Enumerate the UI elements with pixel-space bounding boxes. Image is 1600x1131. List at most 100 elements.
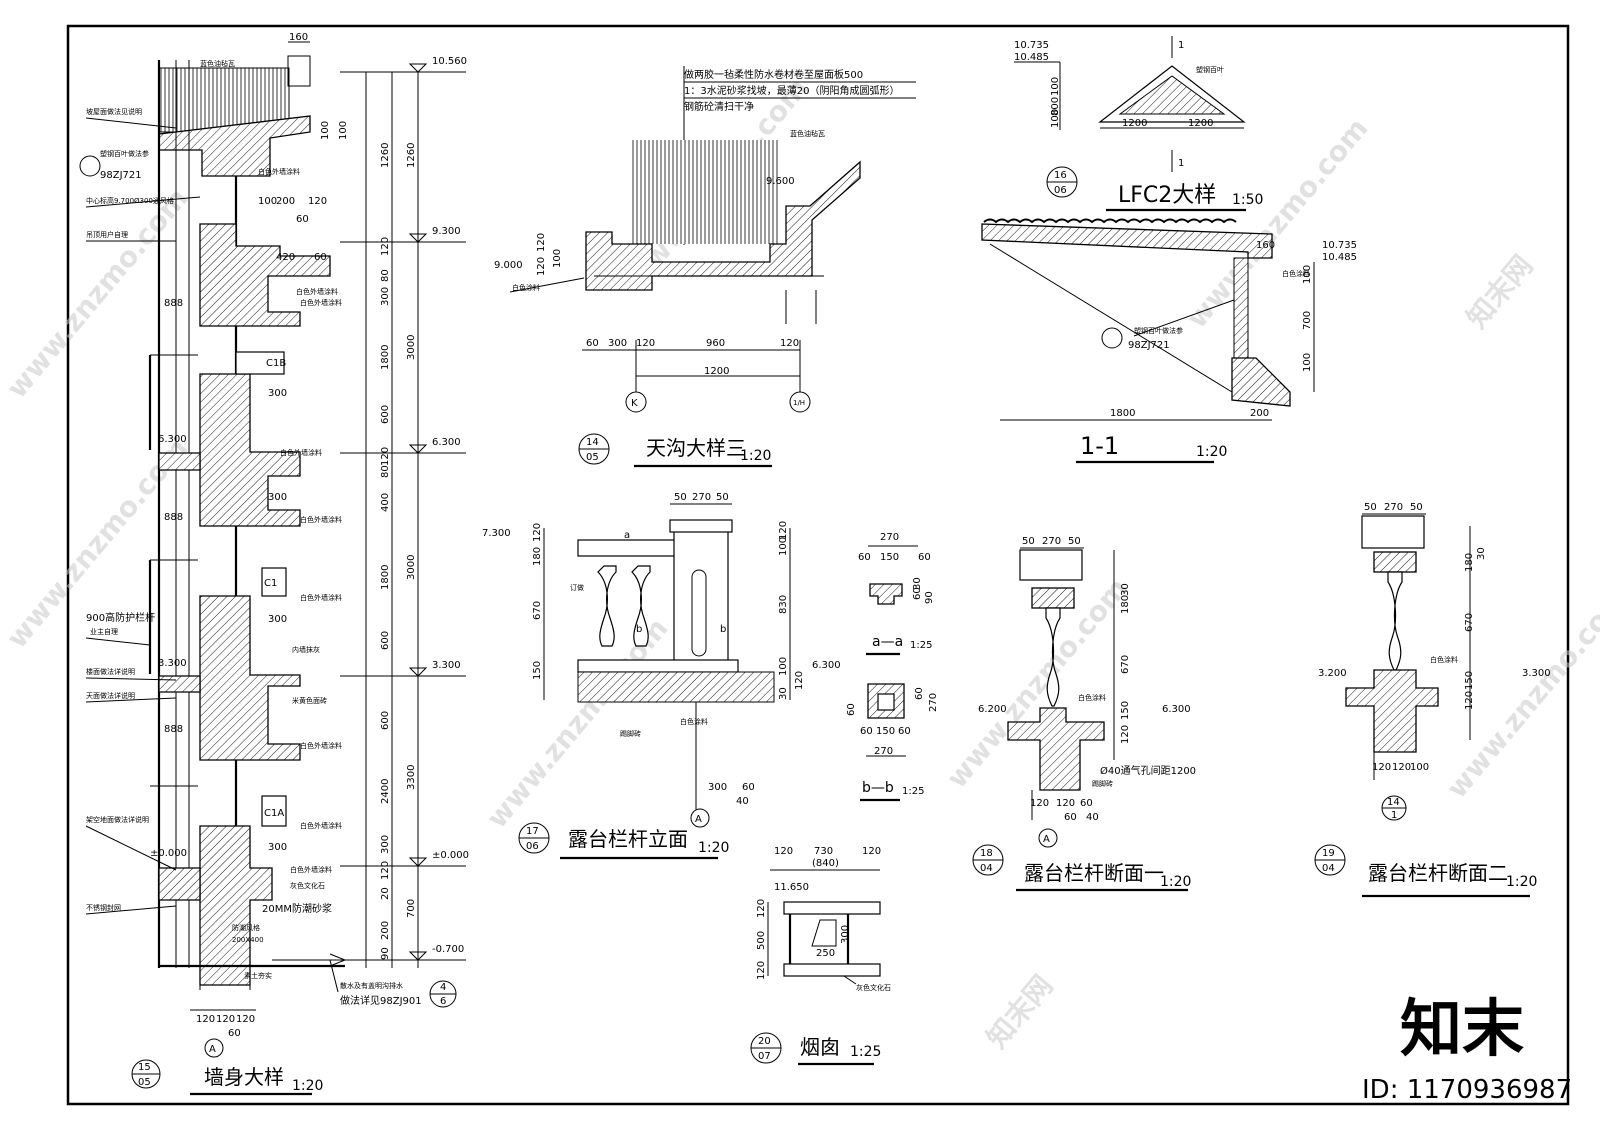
dim-bottom: 60	[228, 1028, 241, 1039]
note-text: 中心标高9.700Ø300通风格	[86, 196, 174, 205]
dim-bottom: 120	[236, 1014, 255, 1025]
ref-number: 14	[1387, 797, 1400, 808]
detail-scale: 1:20	[1160, 874, 1191, 890]
dim-left: 180	[532, 547, 543, 566]
watermark-site: www.znzmo.com	[1180, 112, 1374, 335]
watermark-logo: 知末	[1400, 992, 1524, 1065]
note-text: 白色外墙涂料	[280, 448, 322, 457]
note-text: 白色外墙涂料	[300, 821, 342, 830]
dim-top: 420	[276, 252, 295, 263]
note-text: 白色外墙涂料	[296, 287, 338, 296]
dim-label: 60	[858, 552, 871, 563]
chimney-elev: 11.650	[774, 882, 809, 893]
ground-slab	[158, 867, 201, 901]
louver-label: 塑钢百叶	[1196, 65, 1224, 74]
dim-inner: 250	[816, 948, 835, 959]
detail-scale: 1:20	[740, 448, 771, 464]
detail-ref-bubble	[1101, 327, 1123, 349]
dim-right: 670	[1464, 613, 1475, 632]
baluster	[597, 565, 617, 647]
dim-right: 300	[268, 492, 287, 503]
dim-top: 50	[1410, 502, 1423, 513]
dim-outer: 3300	[406, 765, 417, 790]
dim-left: 120	[536, 233, 547, 252]
baluster-profile	[1387, 571, 1403, 671]
dim-right: 150	[1464, 671, 1475, 690]
note-text: 蓝色油毡瓦	[200, 59, 235, 68]
note-ref: 98ZJ721	[100, 170, 142, 181]
dim-label: 60	[860, 726, 873, 737]
railing-section-1: 50 270 50 30 180 670 150 120 6.200 6.300…	[972, 536, 1196, 892]
dim-left: 120	[532, 523, 543, 542]
elevation-ticks	[340, 71, 466, 961]
chimney-note: 灰色文化石	[856, 983, 891, 992]
railing-base-section	[1345, 669, 1439, 753]
elevation-label: 6.300	[432, 437, 461, 448]
watermark-site-cn: 知末网	[1460, 249, 1539, 335]
vent-note: Ø40通气孔间距1200	[1100, 764, 1196, 777]
note-text: 白色涂料	[680, 717, 708, 726]
dim-label: 60	[912, 587, 923, 600]
dim-top: 730	[814, 846, 833, 857]
title-ref-top: 15	[138, 1062, 151, 1073]
dim-inner: 300	[380, 835, 391, 854]
dim-outer: 700	[406, 899, 417, 918]
dim-inner: 1800	[380, 565, 391, 590]
dim-bottom: 120	[1056, 798, 1075, 809]
dim-right: 120	[794, 671, 805, 690]
title-ref-bottom: 05	[138, 1077, 151, 1088]
dim-outer: 1260	[406, 143, 417, 168]
note-text: 白色外墙涂料	[300, 298, 342, 307]
dim-bottom: 1200	[1122, 118, 1147, 129]
note-text: 20MM防潮砂浆	[262, 902, 332, 915]
title-ref-top: 17	[526, 826, 539, 837]
watermark-site: www.znzmo.com	[0, 182, 194, 405]
dim-left: 150	[532, 661, 543, 680]
dim-top: 50	[1364, 502, 1377, 513]
dim-left: 120	[756, 899, 767, 918]
detail-title: 烟囱	[800, 1035, 840, 1059]
detail-scale: 1:50	[1232, 192, 1263, 208]
detail-scale: 1:20	[1196, 444, 1227, 460]
dim-small: 80	[380, 269, 391, 282]
note-text: 白色外墙涂料	[300, 515, 342, 524]
dim-top: 270	[1384, 502, 1403, 513]
axis-label: A	[209, 1044, 216, 1055]
eave-lower-slab	[1231, 357, 1291, 407]
chimney-detail: 120 730 120 (840) 11.650 120 500 120 300…	[750, 846, 891, 1066]
floor-beam-9300	[199, 223, 331, 327]
dim-top: 50	[716, 492, 729, 503]
ref-number: 1	[1391, 810, 1397, 821]
section-aa: 270 60 150 60 60 90 30 a—a 1:25	[858, 532, 935, 656]
dim-outer: 3000	[406, 335, 417, 360]
gutter-note: 做两胶一毡柔性防水卷材卷至屋面板500	[684, 68, 863, 81]
dim-right: 300	[268, 842, 287, 853]
detail-title: LFC2大样	[1118, 183, 1216, 208]
dim-total: 1200	[704, 366, 729, 377]
dim-inner: 1260	[380, 143, 391, 168]
lfc2-detail: 1 1 塑钢百叶 1200 1200 10.735 10.485 100 800…	[1014, 36, 1263, 212]
dim-top: 50	[1068, 536, 1081, 547]
dim-inner: 600	[380, 405, 391, 424]
elev: 10.485	[1322, 252, 1357, 263]
note-text: 素土夯实	[244, 971, 272, 980]
note-text: 内墙抹灰	[292, 645, 320, 654]
note-text: 200X400	[232, 936, 264, 944]
detail-title: 天沟大样三	[646, 436, 746, 460]
axis-bubble	[204, 1038, 224, 1058]
elev: 10.735	[1322, 240, 1357, 251]
note-text: 米黄色面砖	[292, 696, 327, 705]
dim-top: 120	[774, 846, 793, 857]
elev-floor: 6.300	[812, 660, 841, 671]
dim-bottom: 40	[1086, 812, 1099, 823]
note-text: 塑钢百叶做法参	[100, 149, 149, 158]
wall-notes-left: 坡屋面做法见说明 98ZJ721 中心标高9.700Ø300通风格 吊顶用户自理…	[79, 107, 272, 980]
chimney-cap	[783, 901, 881, 915]
dim-top: 270	[692, 492, 711, 503]
title-ref-bottom: 06	[1054, 185, 1067, 196]
window-c1a	[261, 795, 287, 827]
dim-left: 670	[532, 601, 543, 620]
dim-right: 100	[1302, 265, 1313, 284]
elev: 3.300	[1522, 668, 1551, 679]
